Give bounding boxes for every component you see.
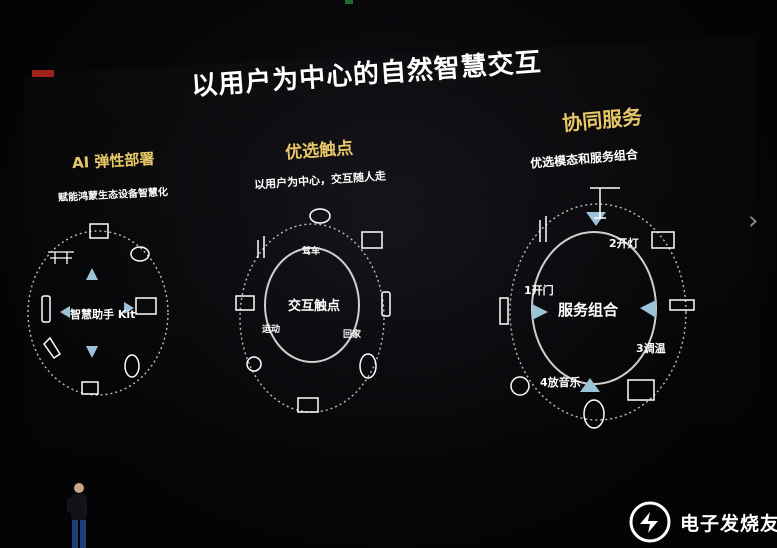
left-ring bbox=[27, 230, 169, 396]
laptop-icon bbox=[81, 381, 99, 395]
label-sport: 运动 bbox=[262, 324, 280, 335]
speaker-icon bbox=[583, 399, 605, 429]
watermark-logo-icon bbox=[629, 501, 671, 543]
laptop-icon bbox=[235, 295, 255, 311]
middle-diagram: 交互触点 驾车 回家 运动 bbox=[235, 208, 391, 413]
desk-lamp-icon bbox=[43, 336, 62, 360]
monitor-icon bbox=[627, 379, 655, 401]
right-outer-ring bbox=[509, 203, 687, 421]
phone-icon bbox=[41, 295, 51, 323]
arrow-left-icon bbox=[60, 306, 70, 318]
arrow-up-icon bbox=[86, 268, 98, 280]
left-center-label: 智慧助手 Kit bbox=[70, 307, 135, 321]
watermark: 电子发烧友 bbox=[628, 500, 777, 544]
chevron-right-icon[interactable]: › bbox=[748, 206, 759, 236]
arrow-left-icon bbox=[640, 300, 656, 318]
stage-light bbox=[345, 0, 353, 4]
phone-icon bbox=[381, 291, 391, 317]
arrow-down-icon bbox=[86, 346, 98, 358]
middle-inner-ring bbox=[264, 247, 360, 363]
watch-icon bbox=[510, 376, 530, 396]
step-lights-on: 2开灯 bbox=[609, 236, 639, 250]
door-lock-icon bbox=[499, 297, 509, 325]
watermark-text: 电子发烧友 bbox=[680, 513, 777, 535]
earbuds-icon bbox=[257, 236, 265, 258]
vr-headset-icon bbox=[130, 246, 150, 262]
step-open-door: 1开门 bbox=[524, 283, 554, 297]
middle-center-label: 交互触点 bbox=[288, 298, 340, 314]
red-marker bbox=[32, 70, 54, 77]
tv-icon bbox=[651, 231, 675, 249]
arrow-down-icon bbox=[586, 212, 606, 226]
speaker-icon bbox=[359, 353, 377, 379]
earbuds-icon bbox=[539, 216, 547, 242]
label-home: 回家 bbox=[343, 328, 362, 340]
speaker-icon bbox=[124, 354, 140, 378]
drone-icon bbox=[48, 251, 74, 264]
tablet-icon bbox=[89, 223, 109, 239]
tv-icon bbox=[297, 397, 319, 413]
air-conditioner-icon bbox=[669, 299, 695, 311]
watch-icon bbox=[246, 356, 262, 372]
left-diagram: 智慧助手 Kit bbox=[27, 223, 169, 396]
right-center-label: 服务组合 bbox=[558, 301, 619, 319]
vr-headset-icon bbox=[309, 208, 331, 224]
right-diagram: 服务组合 1开门 2开灯 3调温 4放音乐 bbox=[499, 187, 695, 429]
tablet-icon bbox=[361, 231, 383, 249]
presenter-figure bbox=[67, 483, 87, 548]
monitor-icon bbox=[135, 297, 157, 315]
floor-lamp-icon bbox=[590, 187, 620, 219]
step-play-music: 4放音乐 bbox=[540, 375, 581, 389]
arrow-up-icon bbox=[580, 378, 600, 392]
arrow-right-icon bbox=[124, 302, 134, 314]
arrow-right-icon bbox=[532, 304, 548, 320]
step-temperature: 3调温 bbox=[636, 341, 666, 355]
label-driving: 驾车 bbox=[302, 245, 320, 257]
